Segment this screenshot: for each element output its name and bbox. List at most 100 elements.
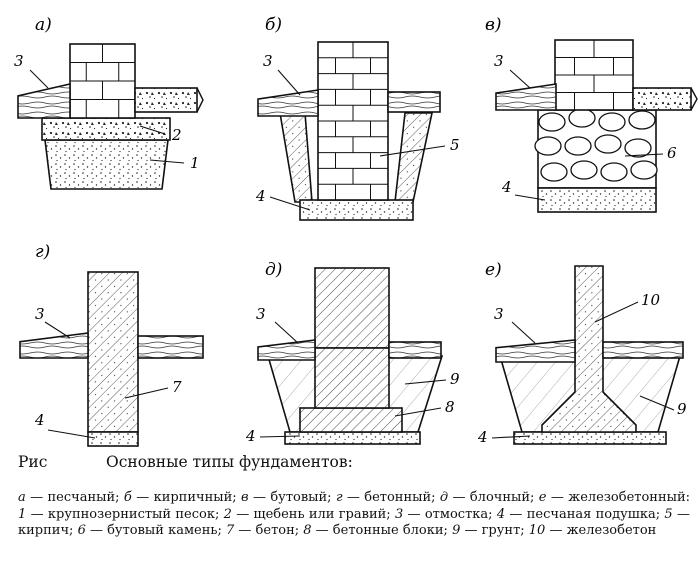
- g-blind-area-right: [137, 335, 204, 359]
- foundation-types-diagram: а) б) в) г) д) е) 3 2 1 3 5 4 3 6 4 3 7 …: [14, 15, 698, 447]
- b-blind-area-right: [387, 91, 441, 113]
- callout-v-3: 3: [494, 52, 504, 70]
- b-sand-cushion: [299, 199, 414, 221]
- panel-letter-d: д): [265, 260, 282, 280]
- a-leader-1: [149, 159, 185, 164]
- callout-d-9: 9: [450, 370, 460, 388]
- d-concrete-block-top: [314, 267, 390, 349]
- d-concrete-block-middle: [314, 347, 390, 409]
- callout-d-3: 3: [256, 305, 266, 323]
- rubble-stone: [624, 138, 652, 158]
- a-blind-area: [17, 82, 71, 119]
- legend-item: 4 — песчаная подушка;: [496, 506, 665, 522]
- panel-letter-v: в): [485, 15, 502, 35]
- callout-g-4: 4: [34, 411, 45, 429]
- b-leader-5: [379, 145, 446, 157]
- rubble-stone: [628, 110, 656, 130]
- rubble-stone: [564, 136, 592, 156]
- g-leader-3: [44, 321, 71, 339]
- d-leader-8: [394, 407, 442, 417]
- g-leader-4: [47, 429, 96, 439]
- v-ground-surface: [632, 87, 692, 111]
- a-leader-3: [29, 69, 49, 89]
- rubble-stone: [598, 112, 626, 132]
- b-leader-4: [269, 196, 311, 211]
- g-leader-7: [124, 387, 169, 399]
- callout-b-4: 4: [255, 187, 266, 205]
- legend-item: 6 — бутовый камень;: [77, 523, 226, 538]
- e-blind-area-right: [602, 341, 684, 359]
- caption-title: Основные типы фундаментов:: [106, 453, 353, 471]
- rubble-stone: [568, 108, 596, 128]
- panel-letter-a: а): [35, 15, 52, 35]
- b-trench-left: [279, 112, 313, 203]
- callout-a-3: 3: [14, 52, 24, 70]
- legend-item: г — бетонный;: [335, 490, 440, 505]
- g-blind-area: [19, 332, 89, 359]
- callout-d-4: 4: [245, 427, 256, 445]
- rubble-stone: [534, 136, 562, 156]
- a-ground-surface: [134, 87, 198, 113]
- ground-break-mark: [196, 87, 204, 113]
- legend-item: 8 — бетонные блоки;: [303, 523, 453, 538]
- legend-item: 3 — отмостка;: [394, 506, 497, 522]
- callout-g-7: 7: [172, 378, 182, 396]
- e-blind-area: [495, 339, 576, 363]
- callout-v-4: 4: [501, 178, 512, 196]
- legend-item: 9 — грунт;: [452, 523, 529, 538]
- d-leader-3: [274, 321, 299, 344]
- v-leader-3: [509, 69, 531, 89]
- legend-item: 5 — кирпич;: [18, 506, 690, 539]
- d-blind-area-right: [388, 341, 442, 359]
- e-leader-9: [639, 395, 675, 411]
- d-leader-4: [259, 435, 301, 438]
- callout-g-3: 3: [35, 305, 45, 323]
- legend-item: 1 — крупнозернистый песок;: [18, 506, 224, 522]
- d-sand-cushion: [284, 431, 421, 445]
- legend-item: 2 — щебень или гравий;: [223, 506, 395, 522]
- e-leader-10: [594, 301, 639, 323]
- callout-e-10: 10: [641, 291, 661, 309]
- callout-b-3: 3: [263, 52, 273, 70]
- legend-text: а — песчаный; б — кирпичный; в — бутовый…: [18, 490, 690, 540]
- d-blind-area: [257, 339, 316, 361]
- rubble-stone: [570, 160, 598, 180]
- legend-item: б — кирпичный;: [123, 490, 242, 505]
- d-leader-9: [404, 379, 447, 385]
- callout-e-4: 4: [477, 428, 488, 446]
- panel-letter-g: г): [35, 242, 50, 262]
- rubble-stone: [540, 162, 568, 182]
- callout-e-3: 3: [494, 305, 504, 323]
- a-coarse-sand: [44, 139, 169, 190]
- legend-item: а — песчаный;: [18, 490, 124, 505]
- callout-e-9: 9: [677, 400, 687, 418]
- rubble-stone: [630, 160, 658, 180]
- callout-b-5: 5: [450, 136, 460, 154]
- v-leader-6: [624, 153, 664, 157]
- e-reinforced-concrete: [541, 265, 637, 433]
- callout-a-1: 1: [190, 154, 200, 172]
- legend-item: в — бутовый;: [241, 490, 336, 505]
- caption-label: Рис: [18, 453, 48, 471]
- panel-letter-e: е): [485, 260, 502, 280]
- b-trench-right: [394, 112, 433, 203]
- legend-item: 7 — бетон;: [226, 523, 304, 538]
- b-leader-3: [277, 69, 301, 96]
- v-blind-area: [495, 83, 557, 111]
- callout-a-2: 2: [171, 126, 182, 144]
- callout-v-6: 6: [667, 144, 677, 162]
- figure-caption: Рис Основные типы фундаментов:: [18, 453, 690, 471]
- a-leader-2: [139, 125, 166, 135]
- g-concrete-wall: [87, 271, 139, 433]
- panel-letter-b: б): [265, 15, 282, 35]
- e-sand-cushion: [513, 431, 667, 445]
- legend-item: 10 — железобетон: [528, 523, 657, 538]
- e-leader-4: [491, 435, 531, 439]
- v-leader-4: [514, 194, 546, 201]
- legend-item: е — железобетонный:: [538, 490, 691, 505]
- callout-d-8: 8: [445, 398, 455, 416]
- b-blind-area: [257, 89, 319, 117]
- legend-item: д — блочный;: [439, 490, 539, 505]
- g-sand-cushion: [87, 431, 139, 447]
- e-leader-3: [511, 321, 536, 344]
